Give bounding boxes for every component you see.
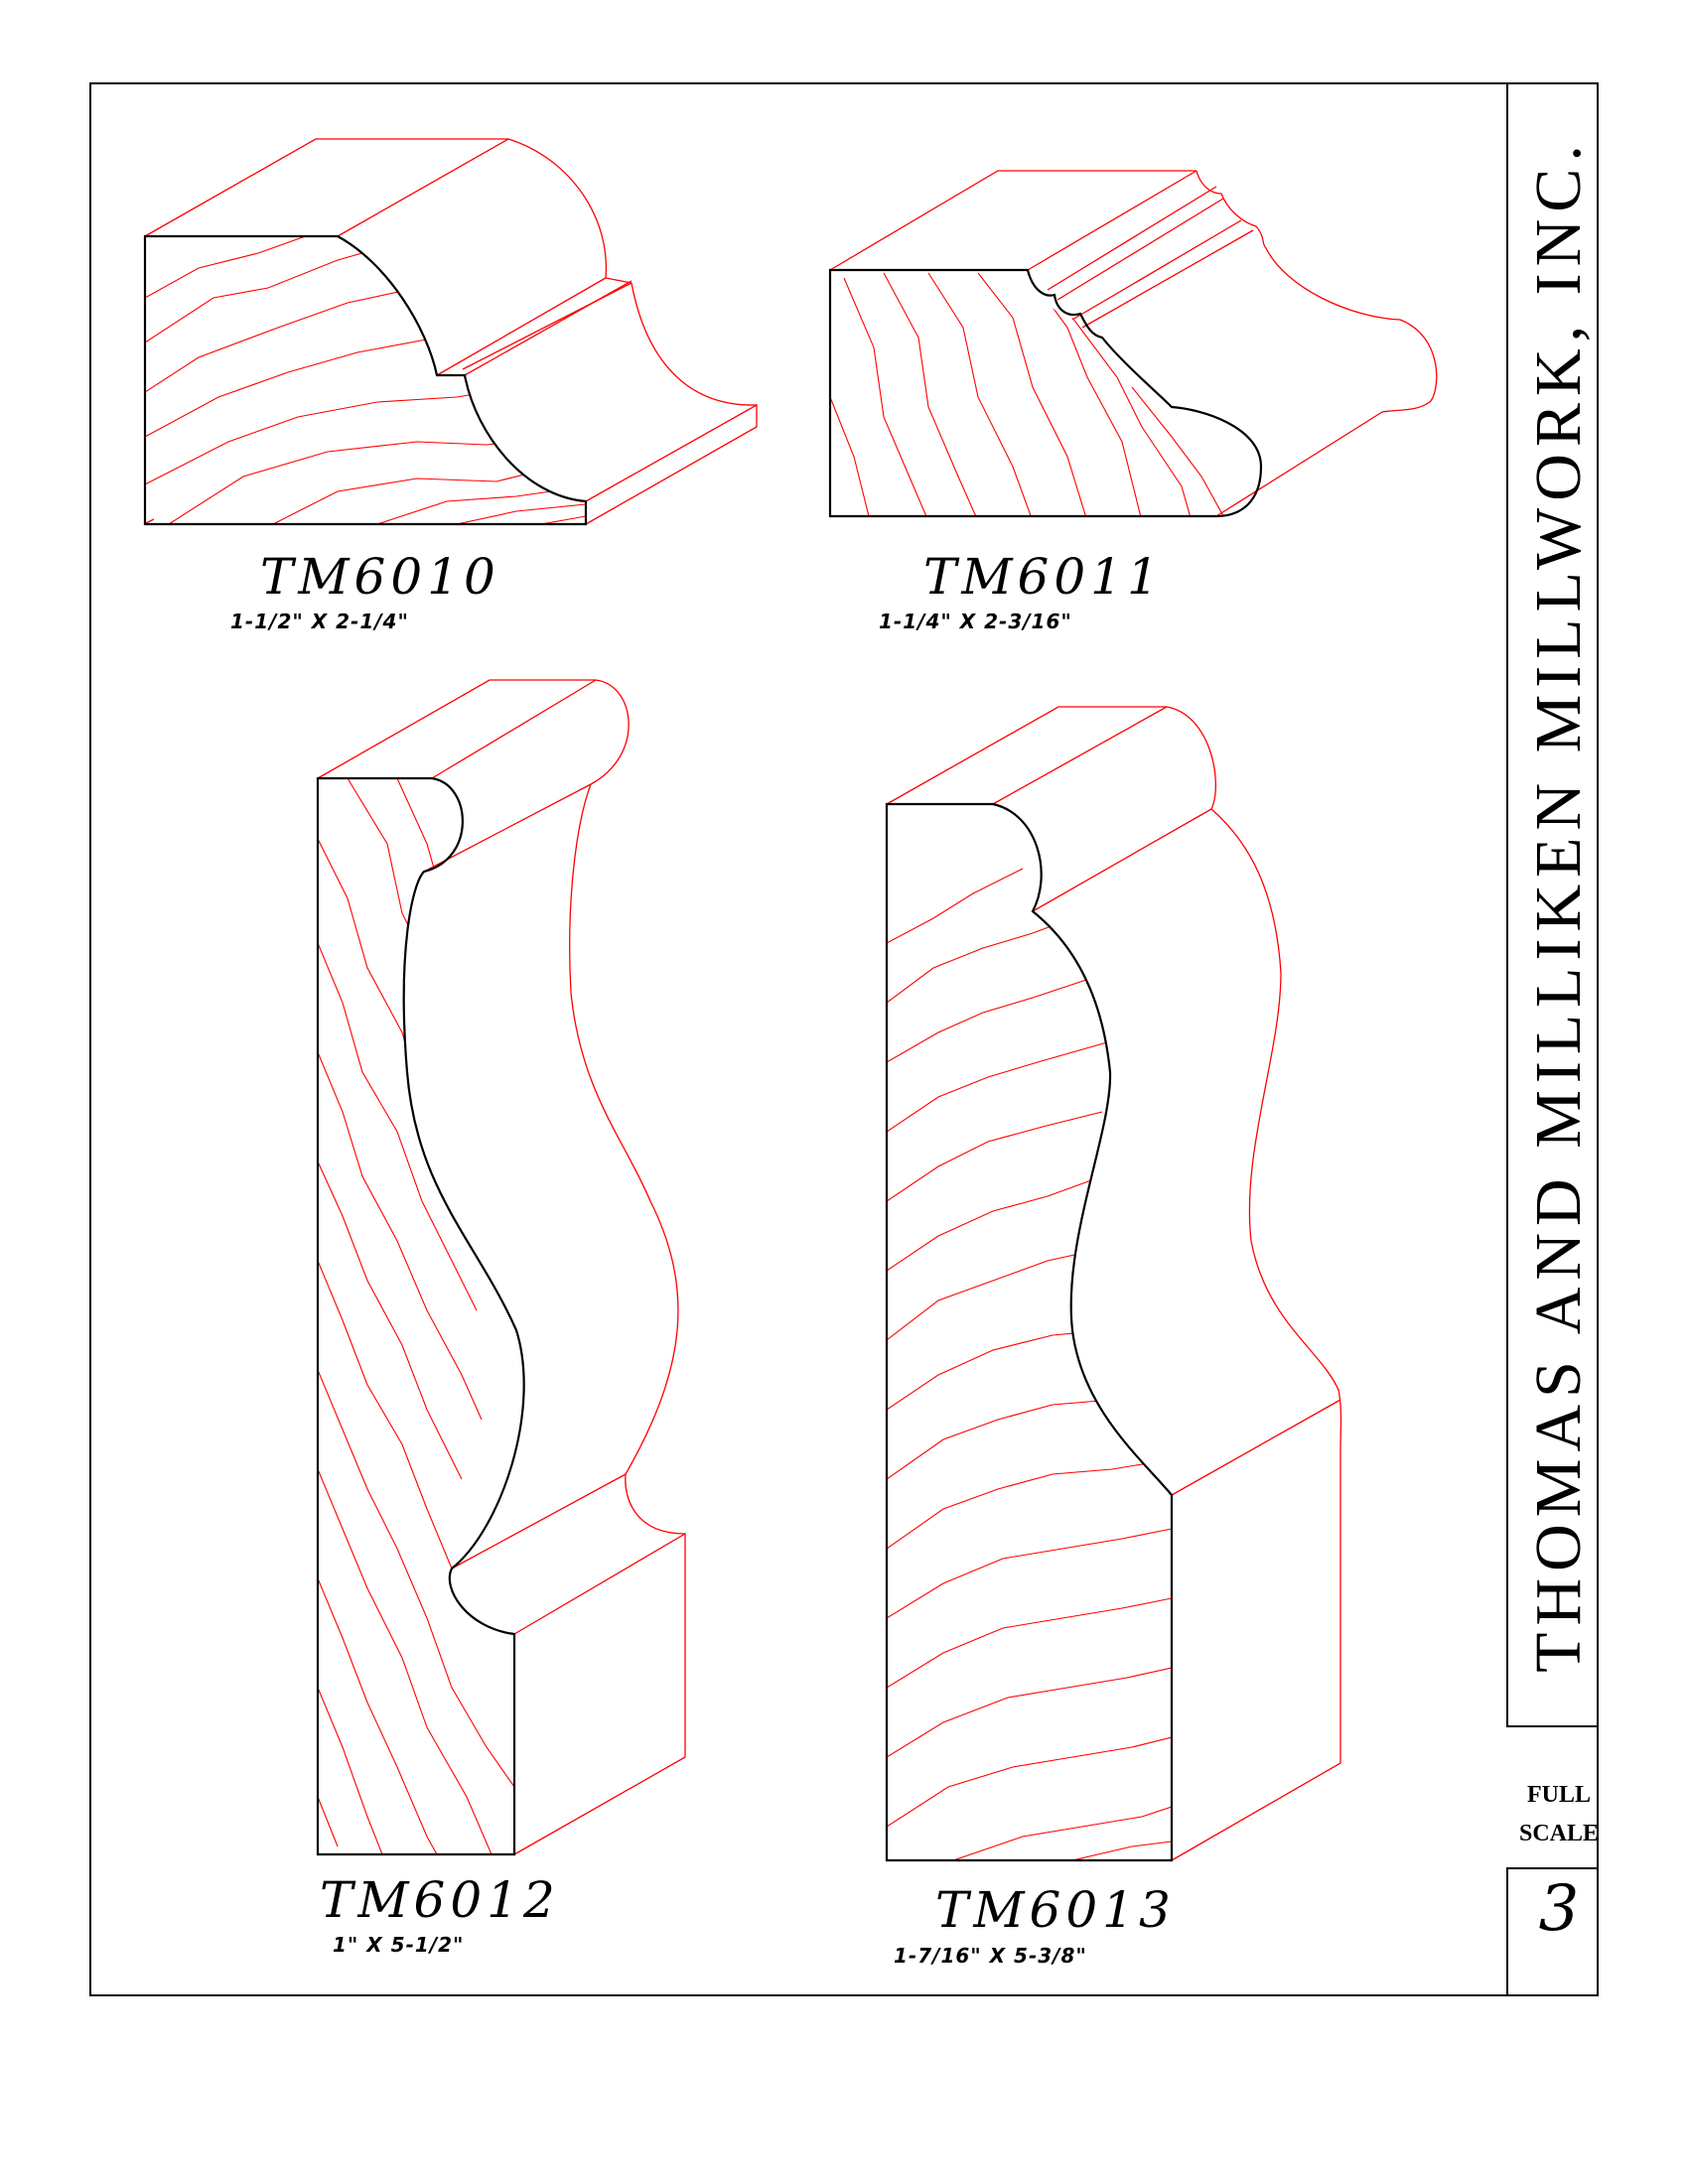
tm6012-dimensions-label: 1" X 5-1/2"	[333, 1933, 465, 1957]
scale-label-line1: FULL	[1526, 1782, 1591, 1808]
tm6010-section	[143, 234, 588, 526]
tm6010-projection	[143, 138, 758, 525]
company-name: THOMAS AND MILLIKEN MILLWORK, INC.	[1522, 137, 1596, 1673]
tm6012-section	[316, 776, 525, 1856]
profile-tm6010	[143, 138, 758, 526]
tm6011-section	[828, 268, 1263, 518]
drawing-border	[89, 82, 1599, 1996]
tm6011-model-label: TM6011	[923, 548, 1164, 606]
tm6011-dimensions-label: 1-1/4" X 2-3/16"	[879, 610, 1072, 633]
tm6010-model-label: TM6010	[260, 548, 500, 606]
tm6013-section	[885, 802, 1174, 1862]
company-title-block: THOMAS AND MILLIKEN MILLWORK, INC.	[1520, 83, 1598, 1726]
tm6010-dimensions-label: 1-1/2" X 2-1/4"	[230, 610, 409, 633]
tm6011-projection	[829, 170, 1438, 517]
page-number: 3	[1538, 1872, 1580, 1946]
profile-tm6011	[828, 170, 1438, 518]
tm6013-dimensions-label: 1-7/16" X 5-3/8"	[894, 1944, 1087, 1968]
tm6012-model-label: TM6012	[320, 1871, 560, 1929]
page-number-box	[1506, 1867, 1599, 1996]
title-block-box	[1506, 82, 1599, 1727]
tm6012-projection	[317, 679, 686, 1855]
scale-label-line2: SCALE	[1518, 1821, 1600, 1846]
tm6013-projection	[886, 706, 1342, 1861]
tm6013-model-label: TM6013	[935, 1881, 1176, 1939]
profile-tm6013	[885, 706, 1342, 1862]
profile-tm6012	[316, 679, 686, 1856]
